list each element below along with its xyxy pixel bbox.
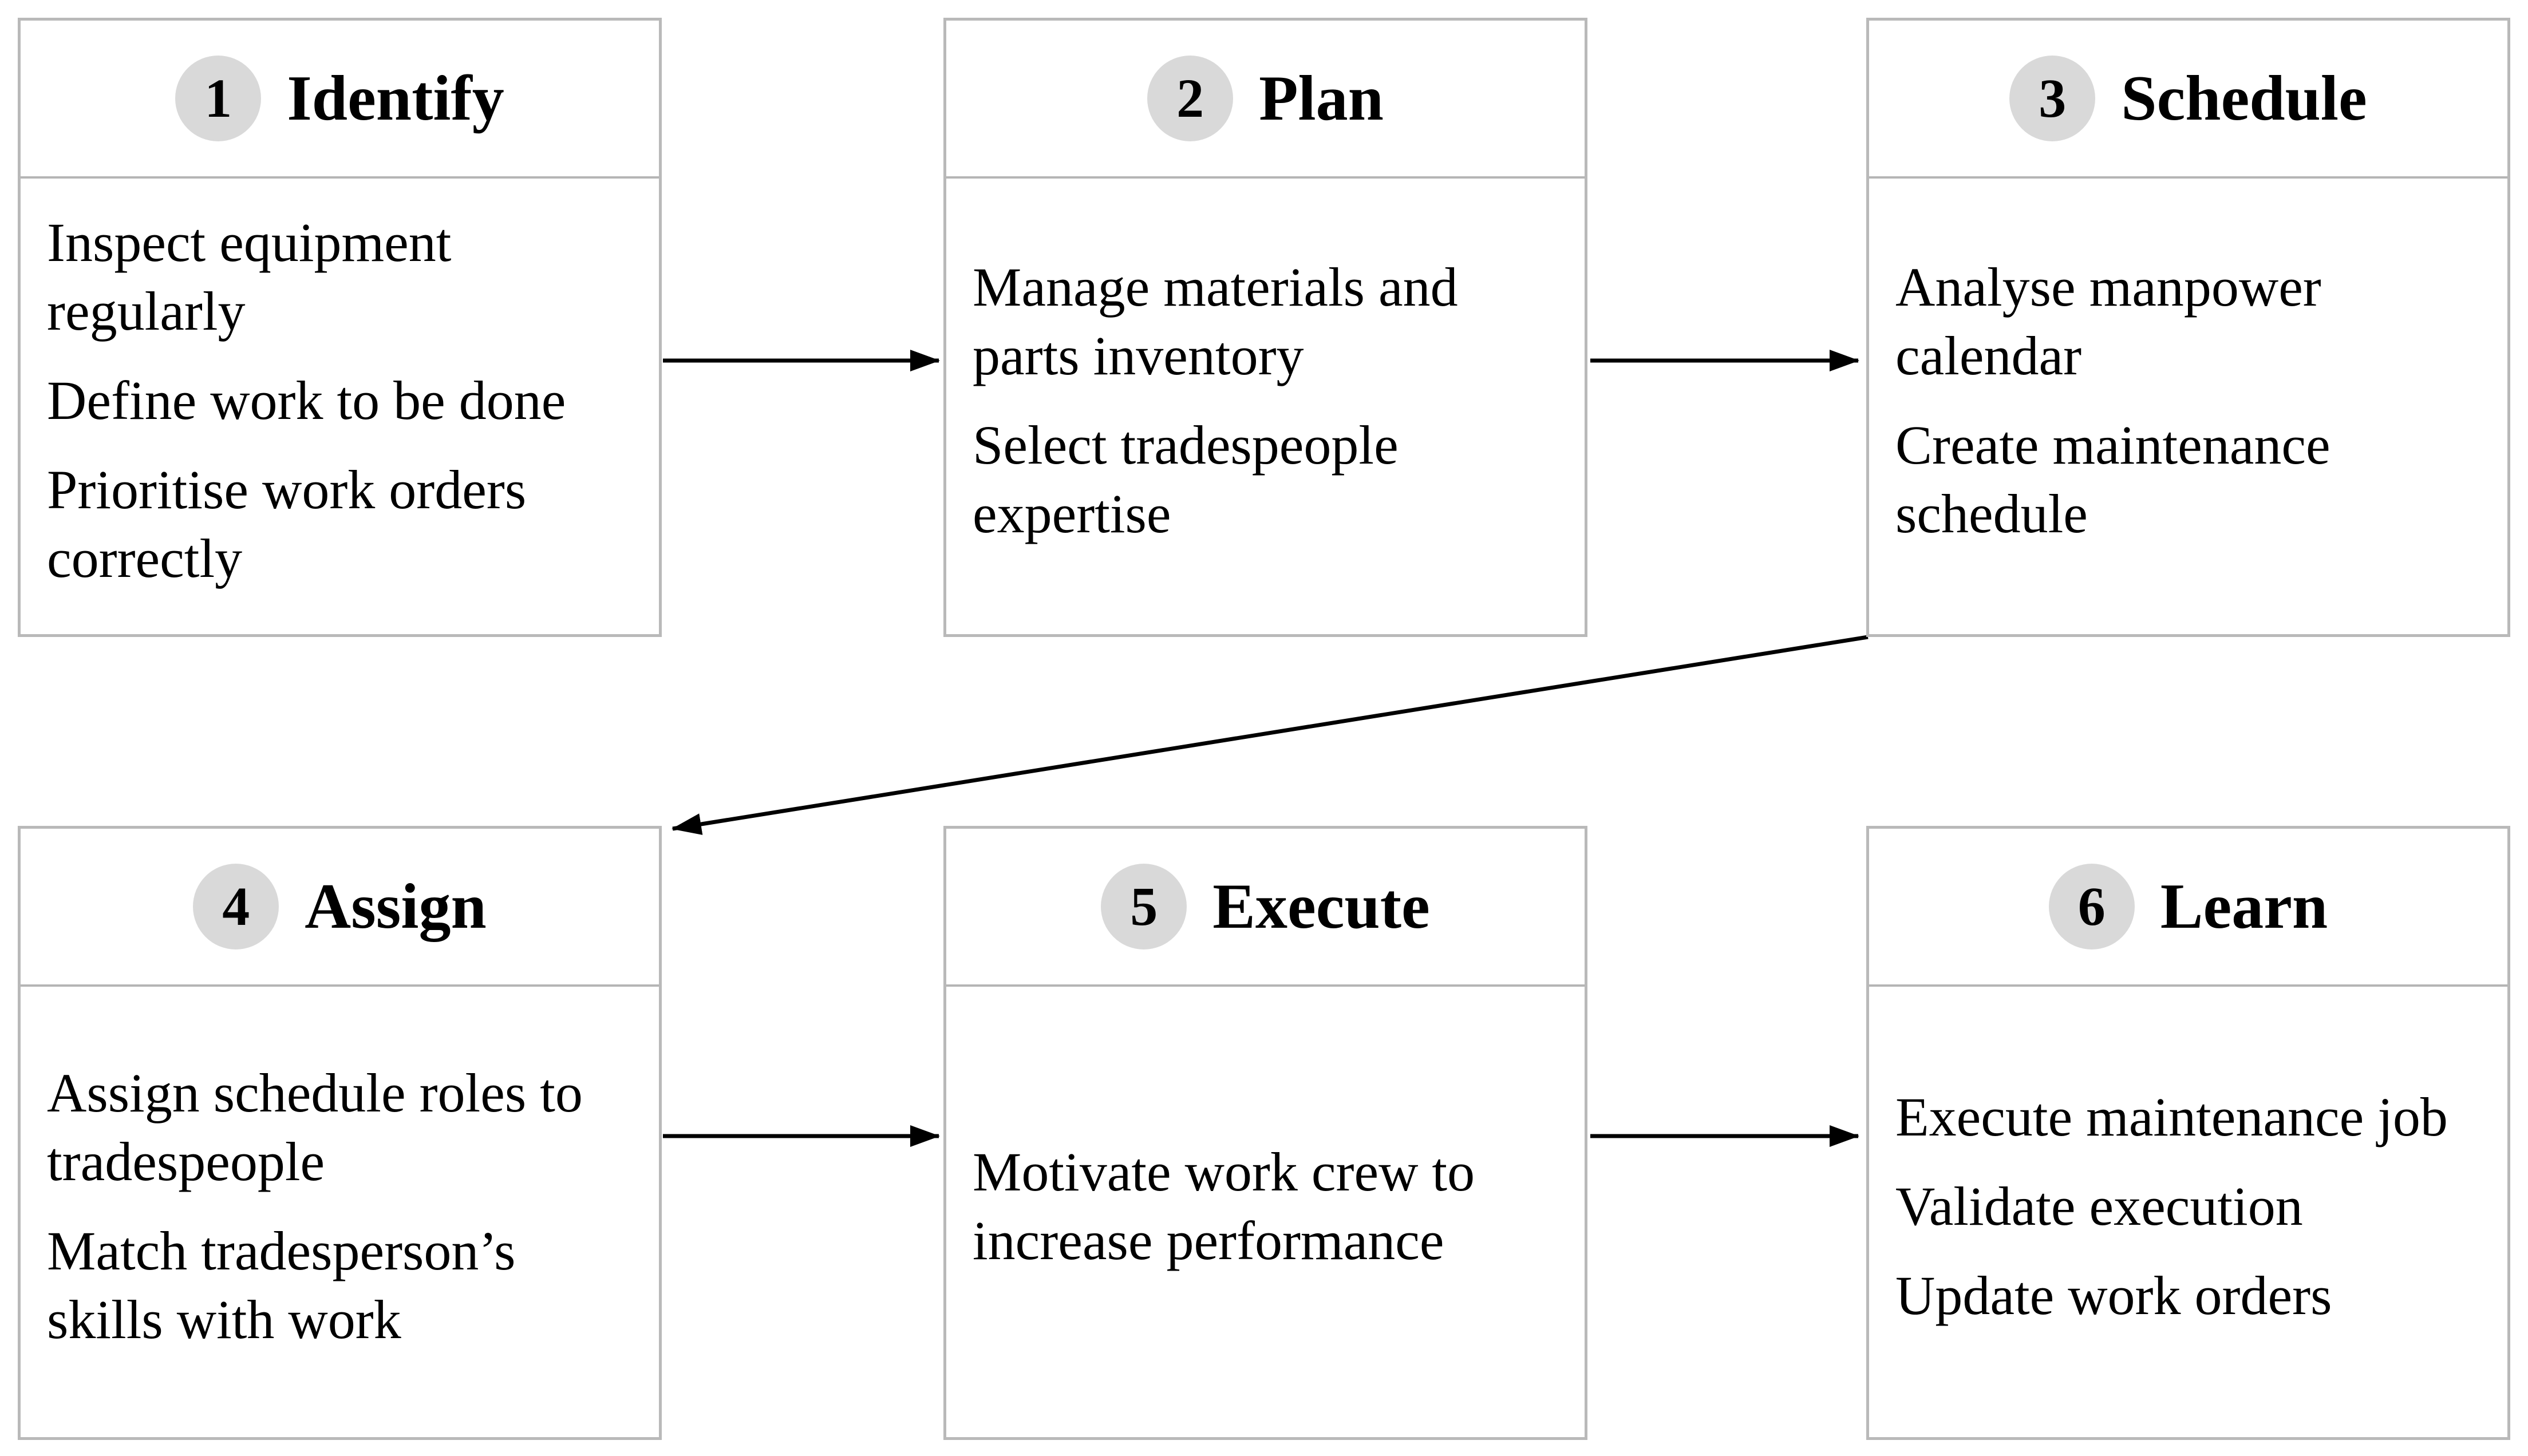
step-number: 1 xyxy=(204,68,232,129)
step-number-badge: 5 xyxy=(1101,864,1187,949)
step-item: Analyse manpower calendar xyxy=(1895,256,2321,386)
step-header-assign: 4 Assign xyxy=(21,829,659,987)
step-number-badge: 3 xyxy=(2009,56,2096,141)
step-header-learn: 6 Learn xyxy=(1869,829,2507,987)
step-item: Prioritise work orders correctly xyxy=(47,459,527,589)
step-box-learn: 6 Learn Execute maintenance job Validate… xyxy=(1866,826,2510,1440)
step-box-assign: 4 Assign Assign schedule roles to trades… xyxy=(18,826,662,1440)
step-number: 6 xyxy=(2077,876,2106,937)
step-title: Assign xyxy=(305,871,487,942)
step-body-plan: Manage materials and parts inventory Sel… xyxy=(946,179,1585,634)
step-item: Define work to be done xyxy=(47,370,566,431)
step-number-badge: 1 xyxy=(175,56,262,141)
step-box-execute: 5 Execute Motivate work crew to increase… xyxy=(943,826,1587,1440)
step-number-badge: 6 xyxy=(2048,864,2135,949)
step-body-learn: Execute maintenance job Validate executi… xyxy=(1869,987,2507,1437)
step-title: Schedule xyxy=(2121,62,2367,134)
step-item: Create maintenance schedule xyxy=(1895,414,2330,544)
step-number: 4 xyxy=(222,876,250,937)
step-header-plan: 2 Plan xyxy=(946,21,1585,179)
arrow-schedule-to-assign xyxy=(672,635,1869,835)
step-number: 3 xyxy=(2039,68,2067,129)
step-item: Motivate work crew to increase performan… xyxy=(973,1141,1475,1271)
step-box-plan: 2 Plan Manage materials and parts invent… xyxy=(943,18,1587,637)
step-title: Learn xyxy=(2160,871,2328,942)
step-box-identify: 1 Identify Inspect equipment regularly D… xyxy=(18,18,662,637)
step-number: 5 xyxy=(1130,876,1158,937)
step-title: Execute xyxy=(1212,871,1430,942)
step-item: Execute maintenance job xyxy=(1895,1086,2448,1148)
step-header-schedule: 3 Schedule xyxy=(1869,21,2507,179)
step-item: Update work orders xyxy=(1895,1264,2332,1326)
step-body-assign: Assign schedule roles to tradespeople Ma… xyxy=(21,987,659,1437)
step-item: Inspect equipment regularly xyxy=(47,212,452,342)
step-title: Plan xyxy=(1259,62,1384,134)
step-item: Validate execution xyxy=(1895,1175,2303,1237)
step-item: Assign schedule roles to tradespeople xyxy=(47,1062,583,1192)
step-body-execute: Motivate work crew to increase performan… xyxy=(946,987,1585,1437)
step-header-execute: 5 Execute xyxy=(946,829,1585,987)
step-header-identify: 1 Identify xyxy=(21,21,659,179)
step-item: Select tradespeople expertise xyxy=(973,414,1399,544)
step-box-schedule: 3 Schedule Analyse manpower calendar Cre… xyxy=(1866,18,2510,637)
step-number-badge: 2 xyxy=(1147,56,1234,141)
step-number: 2 xyxy=(1176,68,1204,129)
step-item: Match tradesperson’s skills with work xyxy=(47,1220,516,1350)
step-body-schedule: Analyse manpower calendar Create mainten… xyxy=(1869,179,2507,634)
step-item: Manage materials and parts inventory xyxy=(973,256,1458,386)
step-number-badge: 4 xyxy=(193,864,279,949)
step-body-identify: Inspect equipment regularly Define work … xyxy=(21,179,659,634)
step-title: Identify xyxy=(287,62,504,134)
